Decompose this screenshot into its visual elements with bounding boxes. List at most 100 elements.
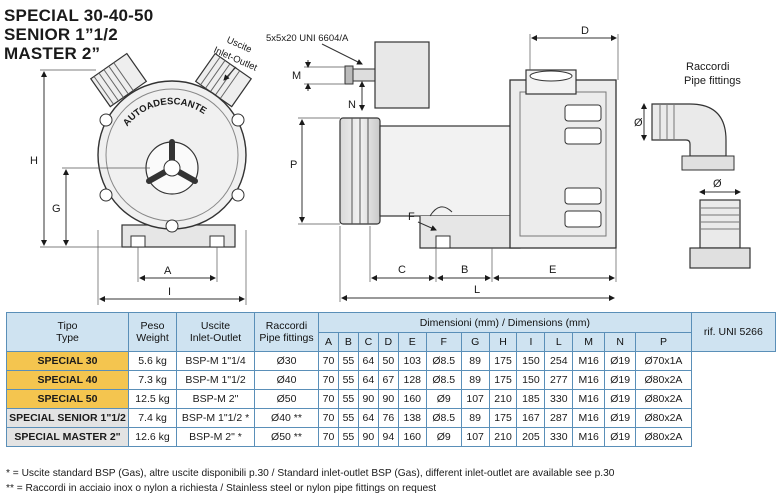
dim-D: D bbox=[581, 25, 589, 37]
dim-cell-L: 330 bbox=[544, 389, 574, 409]
dim-cell-M: M16 bbox=[572, 351, 606, 371]
dim-cell-L: 254 bbox=[544, 351, 574, 371]
dim-L: L bbox=[474, 284, 480, 296]
title-line-3: MASTER 2” bbox=[4, 44, 101, 63]
dim-cell-A: 70 bbox=[318, 370, 339, 390]
dim-cell-P: Ø80x2A bbox=[635, 408, 692, 428]
dim-cell-C: 90 bbox=[357, 389, 379, 409]
dim-cell-F: Ø9 bbox=[425, 389, 462, 409]
col-M: M bbox=[572, 332, 606, 352]
col-E: E bbox=[397, 332, 427, 352]
dim-cell-L: 277 bbox=[544, 370, 574, 390]
pipe-fittings: Raccordi Pipe fittings Ø Ø bbox=[634, 61, 751, 269]
fitting-cell: Ø50 ** bbox=[254, 427, 319, 447]
col-L: L bbox=[544, 332, 574, 352]
dim-cell-E: 160 bbox=[397, 389, 427, 409]
dim-cell-G: 89 bbox=[460, 351, 490, 371]
dim-cell-H: 210 bbox=[488, 427, 518, 447]
outlet-cell: BSP-M 1"1/2 bbox=[176, 370, 255, 390]
dim-cell-I: 205 bbox=[516, 427, 546, 447]
dim-cell-H: 210 bbox=[488, 389, 518, 409]
col-A: A bbox=[318, 332, 339, 352]
dim-cell-B: 55 bbox=[337, 389, 359, 409]
outlet-cell: BSP-M 2" bbox=[176, 389, 255, 409]
dim-cell-F: Ø9 bbox=[425, 427, 462, 447]
footnote-1: * = Uscite standard BSP (Gas), altre usc… bbox=[6, 468, 615, 479]
col-P: P bbox=[635, 332, 692, 352]
col-I: I bbox=[516, 332, 546, 352]
weight-cell: 5.6 kg bbox=[128, 351, 177, 371]
dim-cell-B: 55 bbox=[337, 427, 359, 447]
dim-B: B bbox=[461, 264, 468, 276]
model-name: SPECIAL SENIOR 1"1/2 bbox=[6, 408, 129, 428]
side-view: 5x5x20 UNI 6604/A D bbox=[266, 25, 619, 302]
col-G: G bbox=[460, 332, 490, 352]
dim-cell-D: 94 bbox=[377, 427, 399, 447]
dim-cell-F: Ø8.5 bbox=[425, 408, 462, 428]
dim-G: G bbox=[52, 203, 61, 215]
specs-table: Tipo Type Peso Weight Uscite Inlet-Outle… bbox=[6, 312, 777, 447]
dim-cell-I: 150 bbox=[516, 351, 546, 371]
fitting-cell: Ø40 bbox=[254, 370, 319, 390]
model-name: SPECIAL 40 bbox=[6, 370, 129, 390]
dim-cell-M: M16 bbox=[572, 408, 606, 428]
dim-cell-B: 55 bbox=[337, 370, 359, 390]
dim-cell-M: M16 bbox=[572, 370, 606, 390]
dim-cell-A: 70 bbox=[318, 389, 339, 409]
weight-cell: 12.5 kg bbox=[128, 389, 177, 409]
dim-cell-A: 70 bbox=[318, 408, 339, 428]
dim-cell-M: M16 bbox=[572, 389, 606, 409]
fitting-elbow-diameter: Ø bbox=[634, 117, 643, 129]
dim-cell-E: 128 bbox=[397, 370, 427, 390]
dim-H: H bbox=[30, 155, 38, 167]
col-weight: Peso Weight bbox=[128, 312, 177, 352]
col-outlet: Uscite Inlet-Outlet bbox=[176, 312, 255, 352]
fitting-cell: Ø50 bbox=[254, 389, 319, 409]
dim-cell-D: 67 bbox=[377, 370, 399, 390]
dim-cell-M: M16 bbox=[572, 427, 606, 447]
col-N: N bbox=[604, 332, 637, 352]
dim-cell-G: 89 bbox=[460, 408, 490, 428]
key-label: 5x5x20 UNI 6604/A bbox=[266, 33, 349, 44]
dim-F: F bbox=[408, 211, 415, 223]
footnote-2: ** = Raccordi in acciaio inox o nylon a … bbox=[6, 483, 437, 494]
dim-cell-E: 103 bbox=[397, 351, 427, 371]
dim-cell-C: 90 bbox=[357, 427, 379, 447]
dim-cell-G: 107 bbox=[460, 427, 490, 447]
dim-C: C bbox=[398, 264, 406, 276]
dim-cell-D: 76 bbox=[377, 408, 399, 428]
dim-cell-F: Ø8.5 bbox=[425, 370, 462, 390]
fittings-label-1: Raccordi bbox=[686, 61, 729, 73]
col-dimensions: Dimensioni (mm) / Dimensions (mm) bbox=[318, 312, 692, 333]
dim-cell-N: Ø19 bbox=[604, 389, 637, 409]
fittings-label-2: Pipe fittings bbox=[684, 75, 741, 87]
title-line-1: SPECIAL 30-40-50 bbox=[4, 6, 154, 25]
weight-cell: 12.6 kg bbox=[128, 427, 177, 447]
col-fittings: Raccordi Pipe fittings bbox=[254, 312, 319, 352]
outlet-cell: BSP-M 1"1/4 bbox=[176, 351, 255, 371]
dim-I: I bbox=[168, 286, 171, 298]
dim-cell-B: 55 bbox=[337, 351, 359, 371]
dim-M: M bbox=[292, 70, 301, 82]
col-type: Tipo Type bbox=[6, 312, 129, 352]
technical-drawing: AUTOADESCANTE Uscite Inlet-Outlet H G A … bbox=[30, 25, 751, 305]
dim-A: A bbox=[164, 265, 172, 277]
col-C: C bbox=[357, 332, 379, 352]
product-titles: SPECIAL 30-40-50 SENIOR 1”1/2 MASTER 2” bbox=[4, 6, 153, 63]
dim-cell-D: 50 bbox=[377, 351, 399, 371]
col-B: B bbox=[337, 332, 359, 352]
col-F: F bbox=[425, 332, 462, 352]
dim-cell-C: 64 bbox=[357, 370, 379, 390]
dim-cell-N: Ø19 bbox=[604, 408, 637, 428]
dim-cell-I: 185 bbox=[516, 389, 546, 409]
dim-cell-L: 287 bbox=[544, 408, 574, 428]
outlet-cell: BSP-M 1"1/2 * bbox=[176, 408, 255, 428]
weight-cell: 7.3 kg bbox=[128, 370, 177, 390]
dim-cell-E: 160 bbox=[397, 427, 427, 447]
col-H: H bbox=[488, 332, 518, 352]
dim-cell-C: 64 bbox=[357, 408, 379, 428]
dim-cell-P: Ø70x1A bbox=[635, 351, 692, 371]
